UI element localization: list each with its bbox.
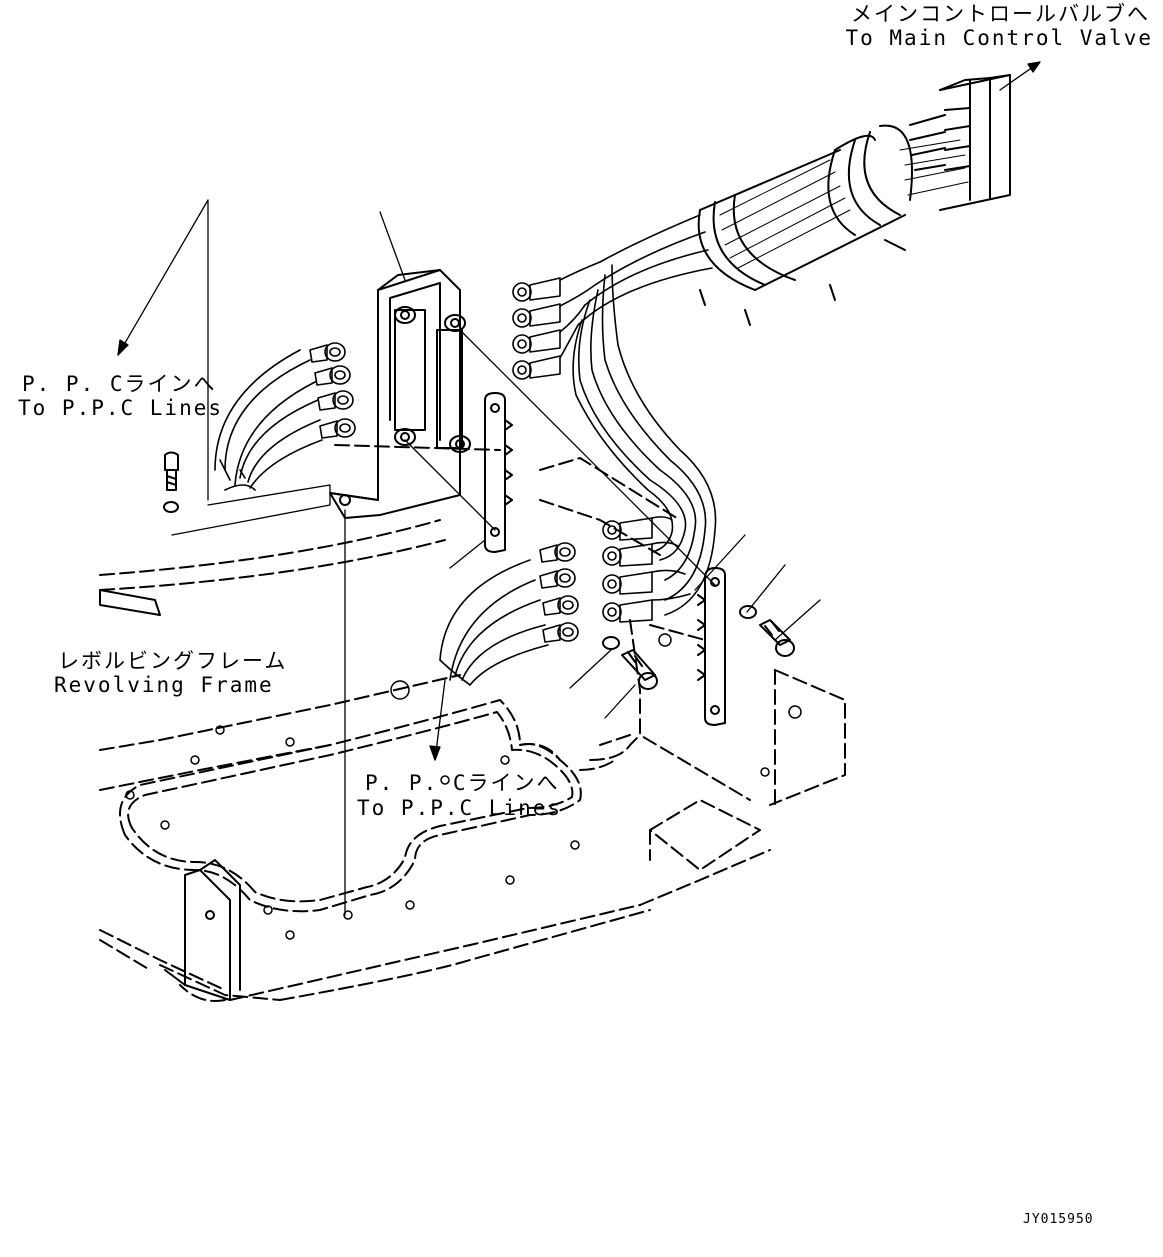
frame-cutout xyxy=(120,700,640,911)
bolt-left xyxy=(165,453,178,491)
callout-frame-en: Revolving Frame xyxy=(54,673,274,697)
washer-right xyxy=(740,606,756,618)
hose-bracket xyxy=(330,270,470,518)
callout-ppc-left-en: To P.P.C Lines xyxy=(18,396,224,420)
frame-rail xyxy=(180,800,760,1001)
leader-lines xyxy=(118,62,1040,915)
callout-ppc-bottom-en: To P.P.C Lines xyxy=(357,796,563,820)
clamp-plate-2 xyxy=(698,568,725,725)
hose-bundle-bottom xyxy=(440,543,578,685)
callout-main-valve-jp: メインコントロールバルブへ xyxy=(851,2,1150,26)
hose-bundle-main xyxy=(573,215,715,615)
frame-holes xyxy=(126,634,801,939)
upper-fittings xyxy=(513,262,600,379)
drawing-code: JY015950 xyxy=(1023,1212,1094,1227)
bolt-mid xyxy=(622,650,657,689)
sleeve-texture xyxy=(720,140,968,268)
hose-bundle-left xyxy=(215,343,355,490)
callout-main-valve-en: To Main Control Valve xyxy=(845,26,1153,50)
frame-bracket xyxy=(165,860,240,1000)
main-valve-connector xyxy=(910,75,1010,210)
callout-frame-jp: レボルビングフレーム xyxy=(58,649,288,673)
bolt-right xyxy=(760,620,794,656)
guard-plate xyxy=(100,590,160,615)
callout-ppc-left-jp: P. P. Cラインへ xyxy=(22,372,217,396)
callout-ppc-bottom-jp: P. P. Cラインへ xyxy=(365,771,560,795)
clamp-plate-1 xyxy=(485,393,512,552)
washer-mid xyxy=(603,637,619,649)
revolving-frame-outline xyxy=(100,445,845,1000)
washer-left xyxy=(164,502,178,512)
lower-fittings xyxy=(603,518,652,622)
